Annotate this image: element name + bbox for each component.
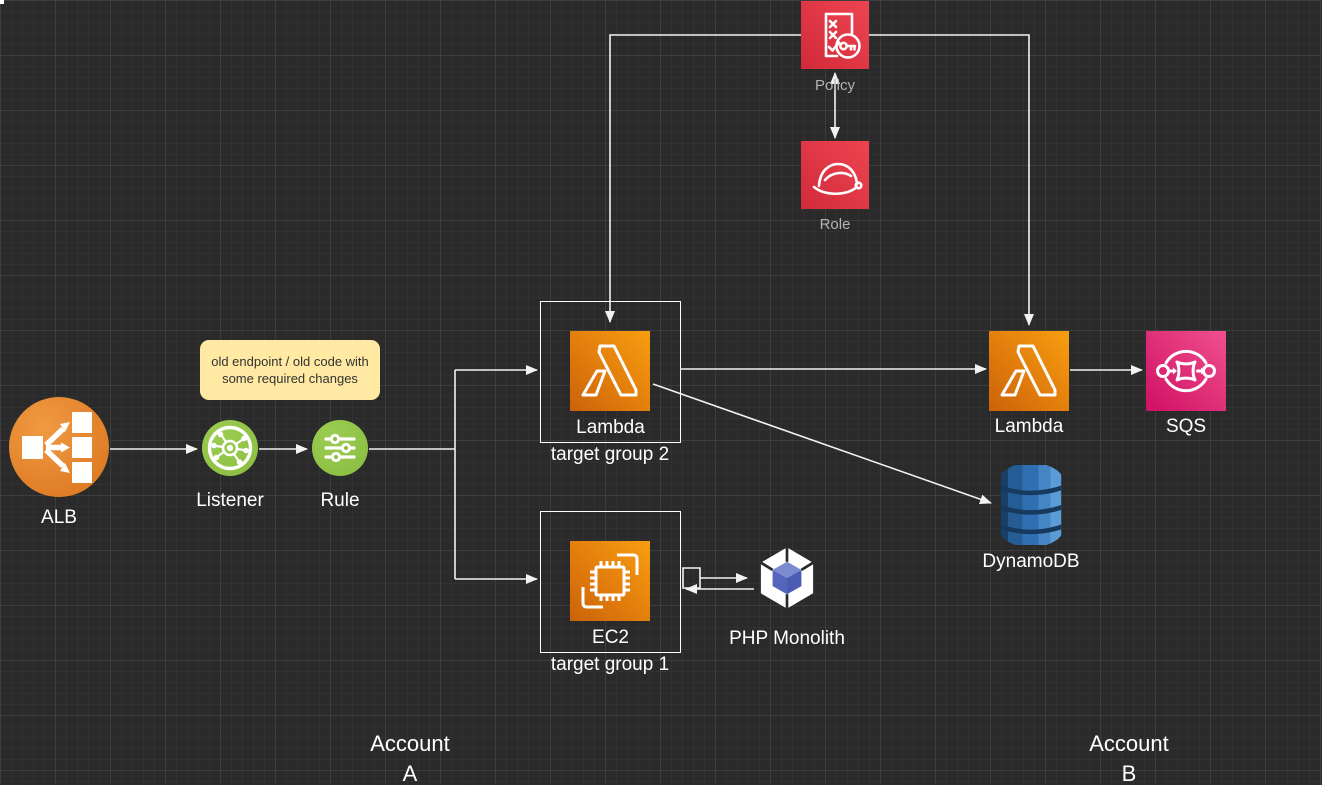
account-a-label-line2: A	[402, 761, 418, 785]
account-a-label-line1: Account	[370, 731, 450, 756]
note-line2: some required changes	[222, 371, 358, 386]
node-role[interactable]	[801, 141, 869, 209]
node-lambda-a[interactable]	[570, 331, 650, 411]
target-group-2-caption: target group 2	[550, 444, 670, 465]
account-a-label: Account A	[260, 729, 560, 785]
lambda-icon	[1000, 344, 1057, 397]
node-alb[interactable]	[9, 397, 109, 497]
iam-role-icon	[812, 162, 863, 196]
iam-policy-icon	[824, 12, 861, 59]
lambda-icon	[581, 344, 638, 397]
alb-icon	[22, 412, 92, 483]
node-policy[interactable]	[801, 1, 869, 69]
rule-label: Rule	[320, 490, 360, 511]
account-b-label-line1: Account	[1089, 731, 1169, 756]
ec2-icon	[581, 553, 639, 609]
target-group-1-caption: target group 1	[550, 654, 670, 675]
sqs-label: SQS	[1165, 416, 1207, 437]
listener-icon	[207, 425, 253, 471]
node-sqs[interactable]	[1146, 331, 1226, 411]
edge-policy-lambda-a	[605, 34, 801, 323]
lambda-a-label: Lambda	[576, 417, 645, 438]
edge-ec2-php-bracket	[682, 567, 701, 589]
dynamodb-icon	[1000, 465, 1062, 545]
node-dynamodb[interactable]	[992, 461, 1070, 549]
node-ec2[interactable]	[570, 541, 650, 621]
node-lambda-b[interactable]	[989, 331, 1069, 411]
module-cube-icon	[760, 547, 814, 609]
role-label: Role	[819, 216, 851, 233]
policy-label: Policy	[814, 77, 855, 94]
note-old-endpoint[interactable]: old endpoint / old code with some requir…	[200, 340, 380, 400]
node-listener[interactable]	[202, 420, 258, 476]
lambda-b-label: Lambda	[994, 416, 1064, 437]
listener-label: Listener	[196, 490, 264, 511]
dynamodb-label: DynamoDB	[982, 551, 1080, 572]
account-b-label-line2: B	[1121, 761, 1137, 785]
alb-label: ALB	[41, 507, 77, 528]
account-b-label: Account B	[979, 729, 1279, 785]
node-rule[interactable]	[312, 420, 368, 476]
sqs-icon	[1156, 349, 1216, 393]
rule-icon	[324, 433, 356, 463]
note-line1: old endpoint / old code with	[211, 354, 369, 369]
ec2-label: EC2	[592, 627, 629, 648]
container-account-b[interactable]	[0, 0, 4, 4]
edge-policy-lambda-b	[869, 34, 1034, 326]
node-php-monolith[interactable]	[751, 542, 823, 614]
group-target-group-2[interactable]: Lambda	[540, 301, 681, 443]
php-monolith-label: PHP Monolith	[729, 628, 845, 649]
group-target-group-1[interactable]: EC2	[540, 511, 681, 653]
